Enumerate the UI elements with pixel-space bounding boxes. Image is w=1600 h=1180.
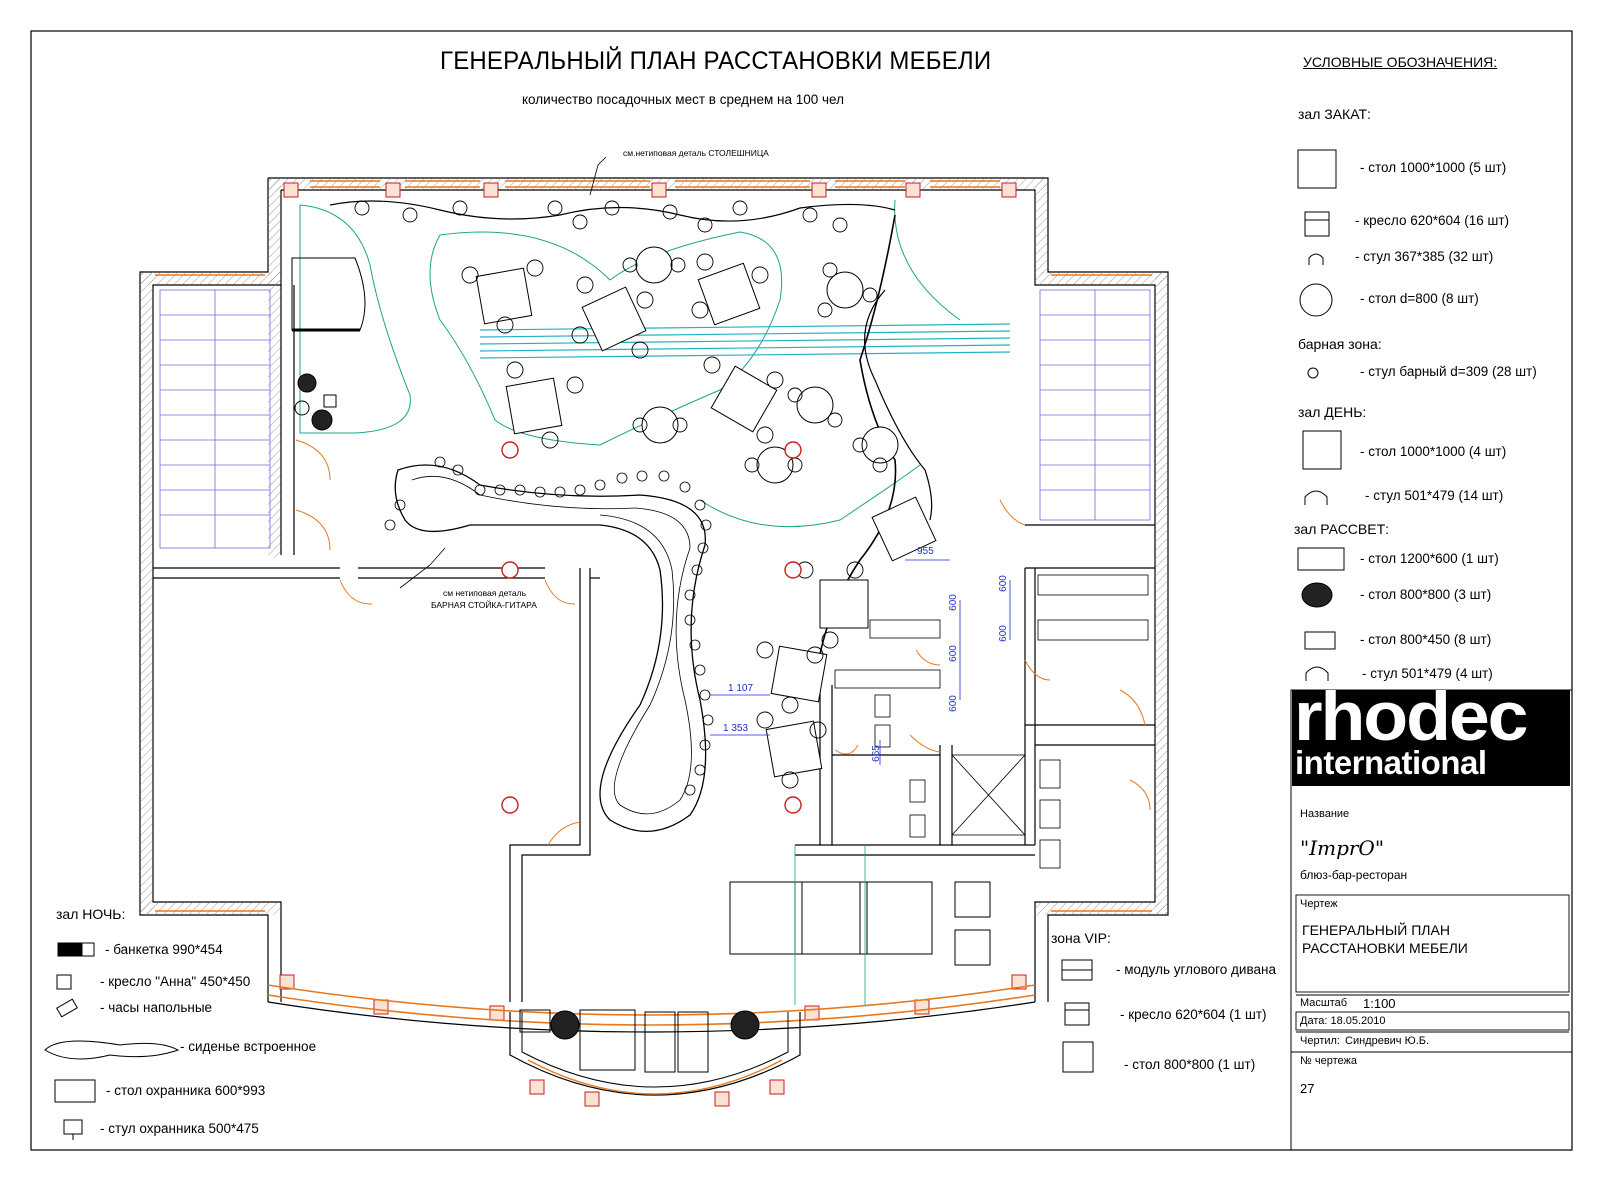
note-bar-line2: БАРНАЯ СТОЙКА-ГИТАРА xyxy=(431,600,537,610)
legend-item: - кресло 620*604 (16 шт) xyxy=(1355,213,1510,228)
dimension-label: 1 107 xyxy=(728,683,754,694)
vip-sofas xyxy=(519,881,991,1073)
stage-zone-outline xyxy=(299,204,411,434)
legend-item: - стол 800*800 (1 шт) xyxy=(1124,1057,1256,1072)
dimension-label: 665 xyxy=(870,745,882,762)
legend-item: - стол охранника 600*993 xyxy=(106,1083,266,1098)
note-tabletop: см.нетиповая деталь СТОЛЕШНИЦА xyxy=(623,148,769,158)
drawing-subtitle: количество посадочных мест в среднем на … xyxy=(522,92,844,107)
legend-item: - банкетка 990*454 xyxy=(105,942,223,957)
tb-name-sub: блюз-бар-ресторан xyxy=(1300,868,1408,882)
legend-noch-title: зал НОЧЬ: xyxy=(56,906,126,922)
tb-drawing-label: Чертеж xyxy=(1300,898,1338,910)
round-tables xyxy=(635,246,899,484)
bar-zone-outline xyxy=(699,464,921,528)
curved-partition-2 xyxy=(864,289,933,521)
legend-heading: УСЛОВНЫЕ ОБОЗНАЧЕНИЯ: xyxy=(1303,54,1498,70)
legend-vip-title: зона VIP: xyxy=(1051,930,1111,946)
interior-walls xyxy=(153,285,1155,1002)
dimension-label: 600 xyxy=(947,594,959,611)
legend-rassvet-title: зал РАССВЕТ: xyxy=(1294,521,1390,537)
dimension-label: 955 xyxy=(917,546,934,557)
tabletop-curve xyxy=(329,200,896,222)
stage-stripes xyxy=(479,323,1011,359)
legend-item: - модуль углового дивана xyxy=(1116,962,1276,977)
drawing-title: ГЕНЕРАЛЬНЫЙ ПЛАН РАССТАНОВКИ МЕБЕЛИ xyxy=(440,47,992,75)
dimension-label: 600 xyxy=(947,645,959,662)
chairs xyxy=(461,253,888,789)
tb-date: Дата: 18.05.2010 xyxy=(1300,1015,1386,1027)
legend-item: - стул 501*479 (4 шт) xyxy=(1362,666,1493,681)
vip-corner-zone xyxy=(894,199,961,321)
legend-item: - кресло 620*604 (1 шт) xyxy=(1120,1007,1267,1022)
leader-lines xyxy=(399,156,607,589)
legend-item: - часы напольные xyxy=(100,1000,213,1015)
doors xyxy=(295,439,1151,846)
tb-sheet-no-label: № чертежа xyxy=(1300,1055,1357,1067)
dimension-label: 1 353 xyxy=(723,723,749,734)
legend-item: - стул охранника 500*475 xyxy=(100,1121,259,1136)
logo-line2: international xyxy=(1295,744,1487,781)
dimension-lines xyxy=(710,559,1011,765)
sheet-border xyxy=(30,30,1573,1151)
legend-bar-title: барная зона: xyxy=(1298,336,1382,352)
bar-stools xyxy=(384,456,714,796)
legend-item: - стол d=800 (8 шт) xyxy=(1360,291,1479,306)
tb-scale-label: Масштаб xyxy=(1300,997,1348,1009)
tb-sheet-no-value: 27 xyxy=(1300,1081,1315,1096)
tb-drawn-by-value: Синдревич Ю.Б. xyxy=(1345,1035,1430,1047)
tb-scale-value: 1:100 xyxy=(1363,996,1396,1011)
right-stairs xyxy=(1039,289,1151,521)
legend-item: - сиденье встроенное xyxy=(180,1039,317,1054)
company-logo: rhodec international xyxy=(1292,690,1570,786)
south-facade xyxy=(267,984,1036,1096)
restroom-fixtures xyxy=(834,574,1149,869)
dimension-label: 600 xyxy=(947,695,959,712)
legend-item: - стол 1000*1000 (5 шт) xyxy=(1360,160,1507,175)
legend-symbols xyxy=(44,149,1345,1140)
legend-item: - стол 1000*1000 (4 шт) xyxy=(1360,444,1507,459)
tb-name-label: Название xyxy=(1300,808,1350,820)
guitar-bar-inner xyxy=(411,475,692,815)
legend-item: - стол 800*450 (8 шт) xyxy=(1360,632,1492,647)
note-bar-line1: см нетиповая деталь xyxy=(443,588,526,598)
legend-den-title: зал ДЕНЬ: xyxy=(1298,404,1367,420)
north-windows xyxy=(155,180,1152,912)
logo-line1: rhodec xyxy=(1294,690,1529,755)
hall-columns xyxy=(501,441,802,814)
guitar-bar-counter xyxy=(394,464,707,832)
legend-item: - кресло "Анна" 450*450 xyxy=(100,974,251,989)
tb-drawing-line2: РАССТАНОВКИ МЕБЕЛИ xyxy=(1302,940,1468,956)
legend-item: - стул барный d=309 (28 шт) xyxy=(1360,364,1537,379)
dimension-label: 600 xyxy=(997,575,1009,592)
legend-item: - стол 800*800 (3 шт) xyxy=(1360,587,1492,602)
dimension-label: 600 xyxy=(997,625,1009,642)
wall-columns xyxy=(279,182,1027,1107)
tb-name-value: "ImprO" xyxy=(1300,836,1385,860)
square-tables xyxy=(475,262,937,778)
legend-item: - стул 501*479 (14 шт) xyxy=(1365,488,1504,503)
legend-zakat-title: зал ЗАКАТ: xyxy=(1298,106,1371,122)
legend-item: - стул 367*385 (32 шт) xyxy=(1355,249,1494,264)
banquette-chairs xyxy=(354,200,848,233)
stage-instruments xyxy=(291,257,366,431)
legend-item: - стол 1200*600 (1 шт) xyxy=(1360,551,1499,566)
titleblock-lines xyxy=(1291,894,1572,1053)
tb-drawing-line1: ГЕНЕРАЛЬНЫЙ ПЛАН xyxy=(1302,922,1450,938)
tb-drawn-by-label: Чертил: xyxy=(1300,1035,1340,1047)
left-stairs xyxy=(159,289,271,549)
